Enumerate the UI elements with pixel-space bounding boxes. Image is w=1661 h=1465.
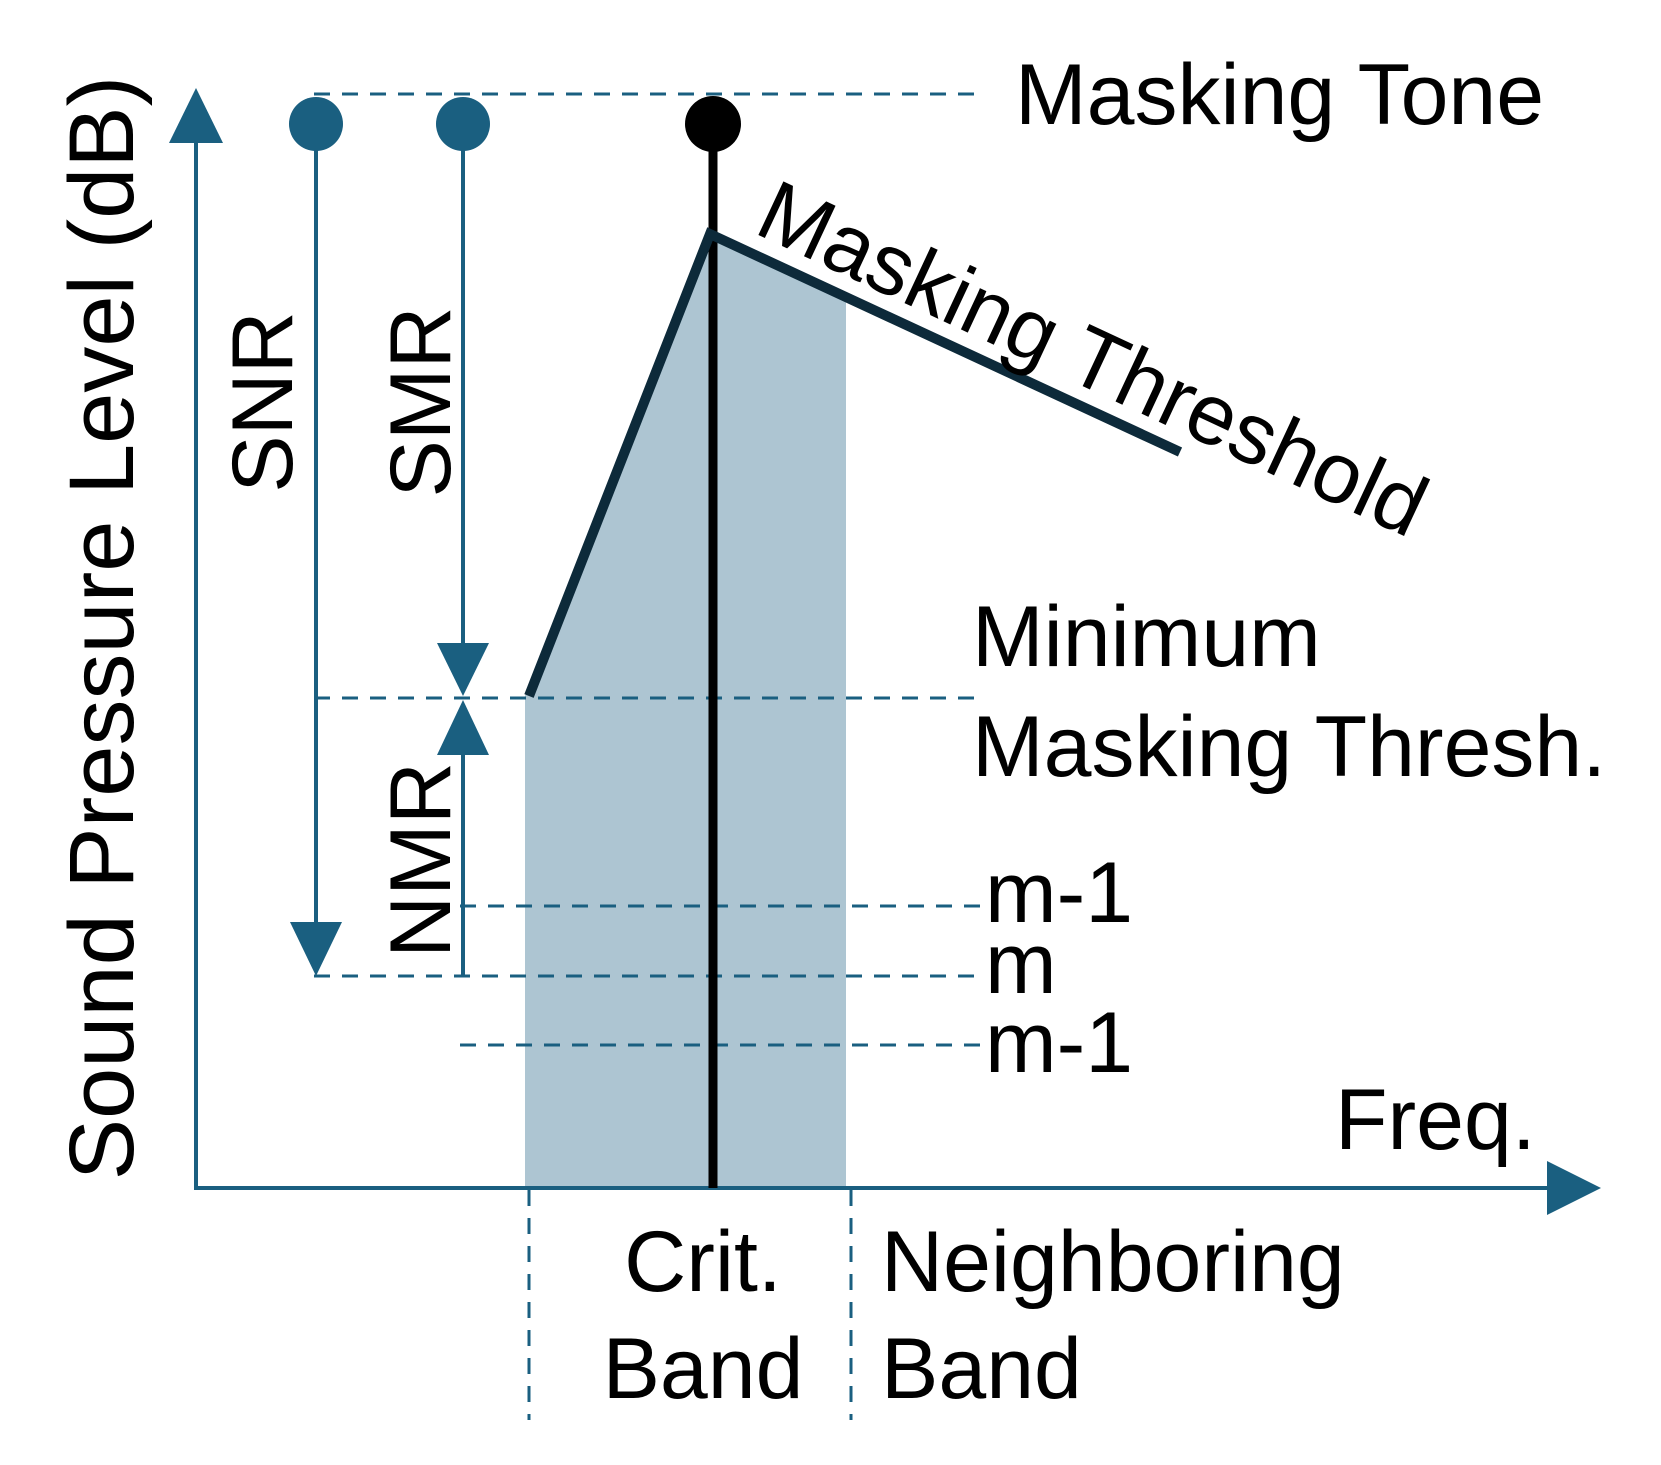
level-mid-label: m (985, 916, 1057, 1012)
snr-label: SNR (215, 311, 311, 493)
snr-indicator (289, 97, 343, 976)
crit-band-label-line2: Band (603, 1321, 804, 1417)
masking-tone-label: Masking Tone (1015, 47, 1544, 143)
masking-threshold-curve (524, 227, 1183, 698)
level-upper-label: m-1 (985, 845, 1133, 941)
nmr-arrowhead (437, 700, 489, 755)
snr-dot (289, 97, 343, 151)
y-axis-label: Sound Pressure Level (dB) (51, 76, 153, 1181)
masking-threshold-label: Masking Threshold (744, 162, 1442, 555)
min-threshold-label-line1: Minimum (972, 589, 1321, 685)
critical-band-region (525, 236, 846, 1186)
snr-arrowhead (290, 922, 342, 976)
masking-tone-dot (685, 96, 741, 152)
crit-band-label-line1: Crit. (624, 1214, 782, 1310)
axes (169, 88, 1601, 1215)
reference-lines (314, 92, 982, 1420)
y-axis-arrowhead (169, 88, 223, 143)
smr-nmr-indicator (436, 97, 490, 976)
x-axis-label: Freq. (1335, 1072, 1536, 1168)
masking-tone (685, 96, 741, 1188)
smr-dot (436, 97, 490, 151)
neighbor-band-label-line1: Neighboring (881, 1214, 1345, 1310)
x-axis-arrowhead (1547, 1161, 1601, 1215)
nmr-label: NMR (373, 762, 469, 958)
min-threshold-label-line2: Masking Thresh. (972, 699, 1606, 795)
neighbor-band-label-line2: Band (881, 1321, 1082, 1417)
smr-label: SMR (373, 306, 469, 497)
level-lower-label: m-1 (985, 995, 1133, 1091)
smr-arrowhead (437, 643, 489, 696)
